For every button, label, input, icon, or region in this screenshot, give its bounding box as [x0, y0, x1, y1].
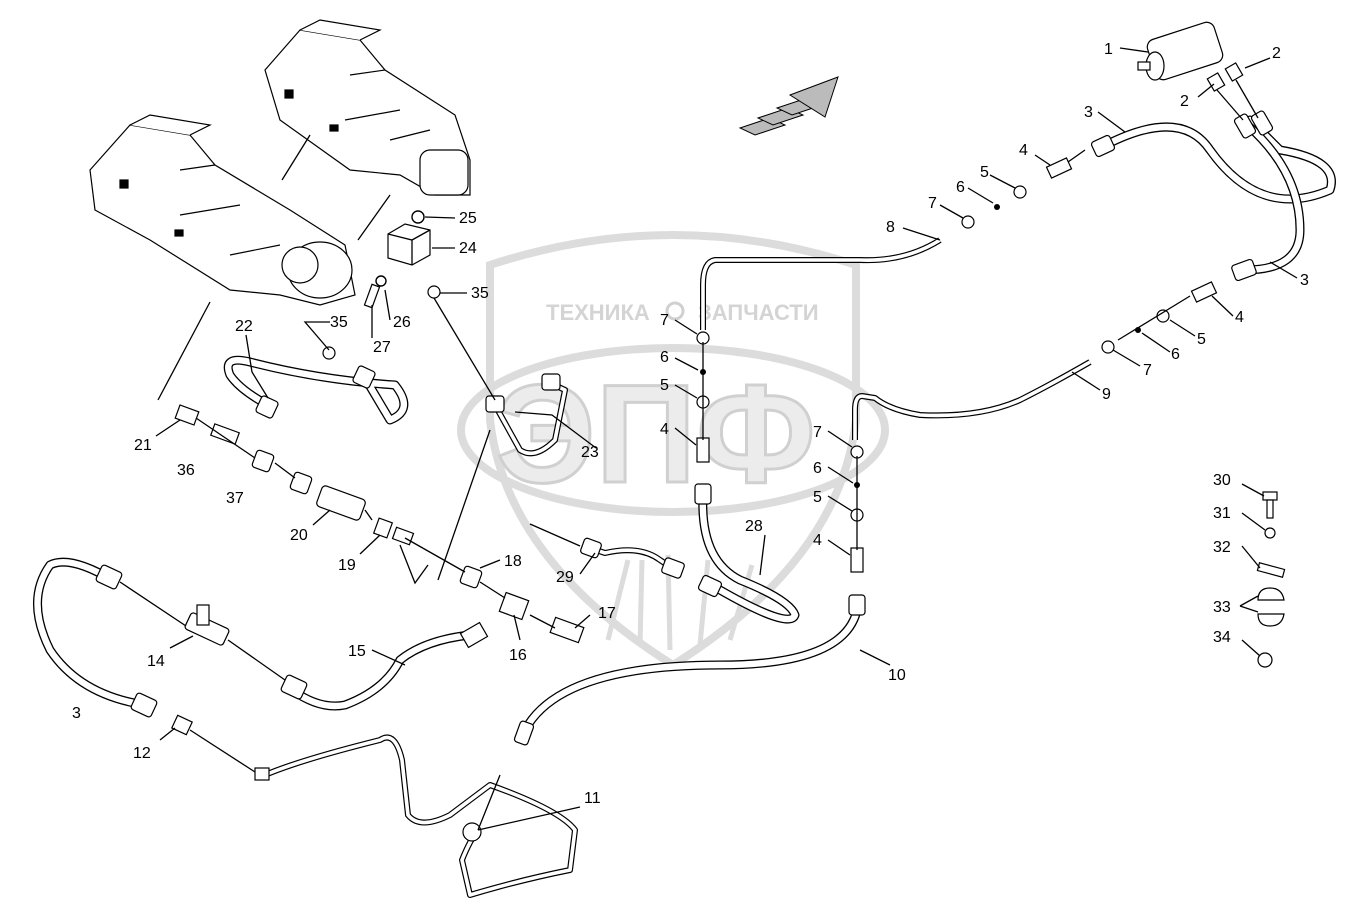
part-34-nut [1257, 652, 1273, 668]
callout-5d: 5 [813, 489, 822, 506]
tube-9 [852, 359, 1092, 440]
callout-16: 16 [509, 647, 527, 664]
callout-1: 1 [1104, 41, 1113, 58]
callout-32: 32 [1213, 539, 1231, 556]
hose-22 [223, 355, 409, 425]
part-1-cylinder [1137, 21, 1224, 81]
fittings [95, 62, 1274, 842]
watermark-gear-icon [665, 301, 685, 321]
part-31-washer [1264, 527, 1276, 539]
callout-2b: 2 [1180, 93, 1189, 110]
callout-10: 10 [888, 667, 906, 684]
upper-valve-block [264, 19, 471, 196]
callout-27: 27 [373, 339, 391, 356]
part-24-block [387, 223, 431, 266]
callout-36: 36 [177, 462, 195, 479]
callout-19: 19 [338, 557, 356, 574]
part-30-bolt [1262, 491, 1278, 519]
callout-8: 8 [886, 219, 895, 236]
hose-3-left [33, 557, 150, 710]
watermark-ellipse [457, 344, 889, 516]
callout-3c: 3 [72, 705, 81, 722]
callout-5a: 5 [980, 164, 989, 181]
tube-23 [492, 379, 568, 457]
callout-6d: 6 [813, 460, 822, 477]
callout-35a: 35 [471, 285, 489, 302]
callout-22: 22 [235, 318, 253, 335]
hose-3-right-upper [1095, 115, 1336, 204]
callout-20: 20 [290, 527, 308, 544]
callout-4d: 4 [813, 532, 822, 549]
callout-35b: 35 [330, 314, 348, 331]
callout-4a: 4 [1019, 142, 1028, 159]
callout-31: 31 [1213, 505, 1231, 522]
callout-9: 9 [1102, 386, 1111, 403]
callout-6b: 6 [1171, 346, 1180, 363]
watermark-shield [486, 231, 860, 670]
leader-lines [155, 47, 1298, 831]
callout-34: 34 [1213, 629, 1231, 646]
lower-valve-block [89, 114, 356, 306]
tube-11 [263, 734, 578, 898]
callout-26: 26 [393, 314, 411, 331]
callout-7b: 7 [1143, 362, 1152, 379]
callout-30: 30 [1213, 472, 1231, 489]
callout-12: 12 [133, 745, 151, 762]
watermark-left-text: ТЕХНИКА [546, 300, 650, 325]
callout-labels: 1 2 2 3 3 3 4 4 4 4 5 5 5 5 6 6 6 6 7 7 … [72, 41, 1309, 807]
connector-lines [119, 79, 1259, 773]
callout-7c: 7 [660, 312, 669, 329]
callout-7a: 7 [928, 195, 937, 212]
callout-11: 11 [584, 790, 601, 807]
callout-25: 25 [459, 210, 477, 227]
callout-18: 18 [504, 553, 522, 570]
direction-arrow-icon [738, 76, 839, 136]
callout-2a: 2 [1272, 45, 1281, 62]
callout-4b: 4 [1235, 309, 1244, 326]
tube-8 [700, 237, 942, 330]
callout-5c: 5 [660, 377, 669, 394]
callout-23: 23 [581, 444, 599, 461]
callout-17: 17 [598, 605, 616, 622]
callout-4c: 4 [660, 421, 669, 438]
callout-6c: 6 [660, 349, 669, 366]
callout-24: 24 [459, 240, 477, 257]
callout-7d: 7 [813, 424, 822, 441]
watermark-right-text: ЗАПЧАСТИ [698, 300, 819, 325]
callout-3a: 3 [1084, 104, 1093, 121]
callout-21: 21 [134, 437, 152, 454]
part-32-plate [1256, 562, 1286, 578]
callout-14: 14 [147, 653, 165, 670]
callout-37: 37 [226, 490, 244, 507]
callout-33: 33 [1213, 599, 1231, 616]
hose-10 [520, 600, 863, 735]
callout-5b: 5 [1197, 331, 1206, 348]
hose-28 [698, 490, 800, 624]
callout-28: 28 [745, 518, 763, 535]
callout-3b: 3 [1300, 272, 1309, 289]
hose-15 [287, 630, 475, 711]
callout-6a: 6 [956, 179, 965, 196]
tube-29 [589, 545, 674, 571]
callout-15: 15 [348, 643, 366, 660]
part-33-clamp [1257, 587, 1285, 627]
callout-29: 29 [556, 569, 574, 586]
